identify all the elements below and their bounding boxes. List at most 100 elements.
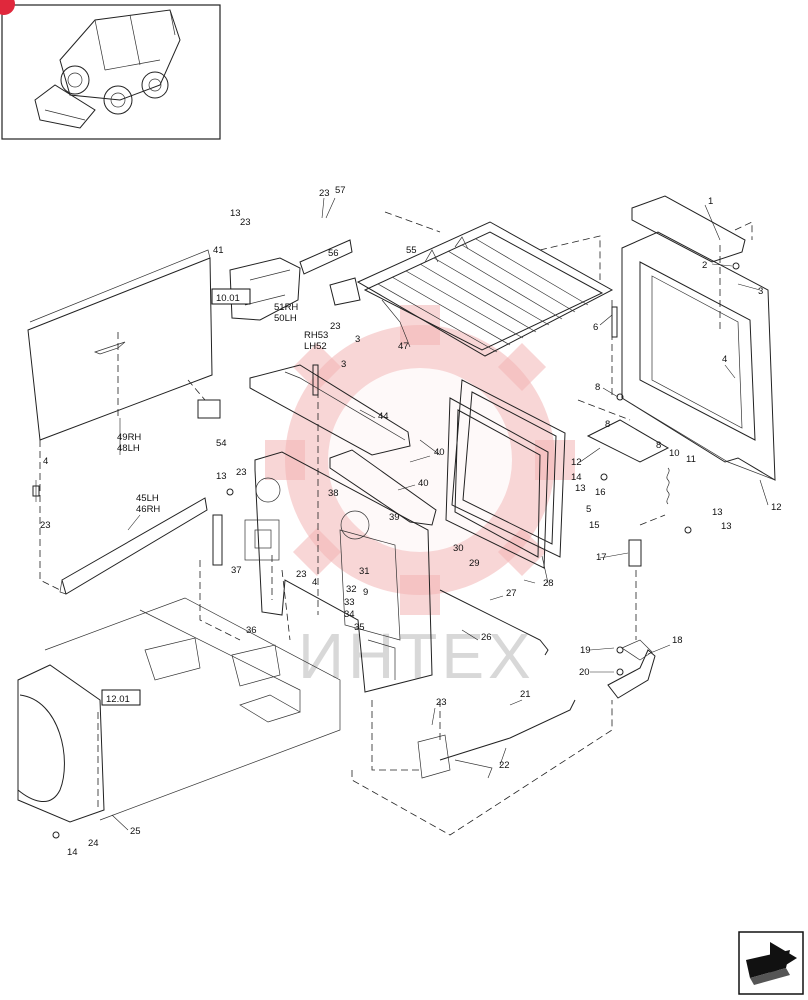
callout: 18 <box>672 635 683 646</box>
callout: 29 <box>469 558 480 569</box>
label-48lh: 48LH <box>117 443 140 454</box>
callout: 22 <box>499 760 510 771</box>
callout: 26 <box>481 632 492 643</box>
callout: 23 <box>236 467 247 478</box>
callout: 11 <box>686 454 696 465</box>
callout: 36 <box>246 625 257 636</box>
label-lh52: LH52 <box>304 341 327 352</box>
callout: 33 <box>344 597 355 608</box>
ref-box-12-01[interactable]: 12.01 <box>101 689 141 706</box>
callout: 13 <box>230 208 241 219</box>
callout: 28 <box>543 578 554 589</box>
page-badge <box>0 0 15 15</box>
callout: 13 <box>216 471 227 482</box>
callout: 1 <box>708 196 713 207</box>
svg-text:12.01: 12.01 <box>106 694 130 705</box>
callout: 16 <box>595 487 606 498</box>
callout: 44 <box>378 411 389 422</box>
pin-16 <box>628 539 642 567</box>
lower-rail <box>329 449 437 526</box>
callout: 23 <box>40 520 51 531</box>
next-page-button[interactable] <box>738 931 804 995</box>
callout: 32 <box>346 584 357 595</box>
callout: 54 <box>216 438 227 449</box>
callout: 23 <box>240 217 251 228</box>
callout: 12 <box>571 457 582 468</box>
callout: 39 <box>389 512 400 523</box>
callout: 5 <box>586 504 591 515</box>
callout: 47 <box>398 341 409 352</box>
svg-text:10.01: 10.01 <box>216 293 240 304</box>
label-rh53: RH53 <box>304 330 328 341</box>
watermark-text: ИHTEX <box>298 620 535 692</box>
label-51rh: 51RH <box>274 302 298 313</box>
fasteners <box>32 262 740 839</box>
label-49rh: 49RH <box>117 432 141 443</box>
callout: 19 <box>580 645 591 656</box>
latch-47 <box>197 399 221 419</box>
callout: 38 <box>328 488 339 499</box>
callout: 30 <box>453 543 464 554</box>
plate-12 <box>586 419 670 463</box>
callout: 2 <box>702 260 707 271</box>
filter-frames <box>445 379 566 569</box>
top-cap <box>631 195 746 263</box>
guide-lines <box>97 221 753 836</box>
machine-thumbnail <box>0 0 221 140</box>
callout: 15 <box>589 520 600 531</box>
lower-strip <box>59 497 208 595</box>
callout: 27 <box>506 588 517 599</box>
callout: 4 <box>43 456 48 467</box>
callout: 21 <box>520 689 531 700</box>
callout: 13 <box>575 483 586 494</box>
callout: 3 <box>341 359 346 370</box>
callout: 57 <box>335 185 346 196</box>
callout: 31 <box>359 566 370 577</box>
next-page-arrow-icon <box>746 942 797 985</box>
callout: 56 <box>328 248 339 259</box>
callout: 3 <box>758 286 763 297</box>
callout: 14 <box>67 847 78 858</box>
callout: 13 <box>721 521 732 532</box>
ref-box-10-01[interactable]: 10.01 <box>211 288 251 305</box>
center-panel <box>244 451 433 693</box>
label-45lh: 45LH <box>136 493 159 504</box>
callout: 23 <box>296 569 307 580</box>
rear-door-frame <box>621 231 776 481</box>
callout: 40 <box>434 447 445 458</box>
callout: 8 <box>656 440 661 451</box>
leader-lines <box>111 197 769 831</box>
lower-frame <box>17 597 341 823</box>
callout: 8 <box>605 419 610 430</box>
callout: 10 <box>669 448 680 459</box>
spring-9 <box>666 467 670 505</box>
upper-rail <box>249 364 411 456</box>
callout: 20 <box>579 667 590 678</box>
callout: 24 <box>88 838 99 849</box>
callout: 34 <box>344 609 355 620</box>
label-50lh: 50LH <box>274 313 297 324</box>
callout: 4 <box>312 577 317 588</box>
callout: 55 <box>406 245 417 256</box>
callout: 4 <box>722 354 727 365</box>
label-46rh: 46RH <box>136 504 160 515</box>
callout: 9 <box>363 587 368 598</box>
callout: 12 <box>771 502 782 513</box>
callout: 37 <box>231 565 242 576</box>
callout: 14 <box>571 472 582 483</box>
callout: 6 <box>593 322 598 333</box>
linkage-rod <box>417 699 576 779</box>
rear-grille <box>356 221 614 357</box>
callout: 41 <box>213 245 224 256</box>
callout: 23 <box>319 188 330 199</box>
callout: 35 <box>354 622 365 633</box>
rod-26 <box>439 589 549 656</box>
callout: 23 <box>330 321 341 332</box>
bracket-17 <box>607 639 656 699</box>
upper-bracket <box>229 239 361 321</box>
callout: 40 <box>418 478 429 489</box>
callout: 13 <box>712 507 723 518</box>
callout: 8 <box>595 382 600 393</box>
callout: 23 <box>436 697 447 708</box>
